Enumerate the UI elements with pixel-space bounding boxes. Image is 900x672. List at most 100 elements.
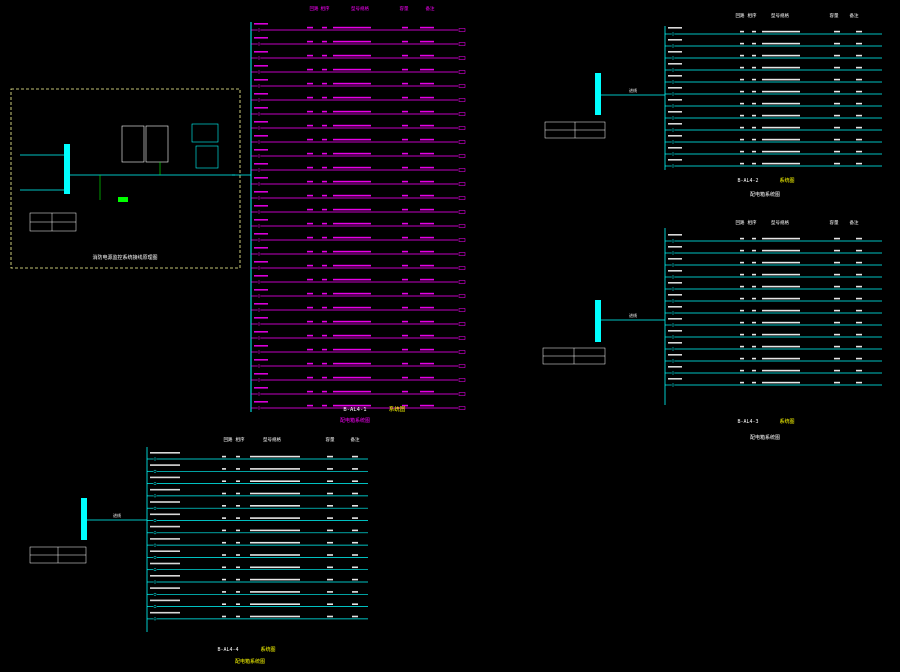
breaker-spec-mark — [254, 261, 268, 263]
breaker-symbol — [671, 383, 675, 387]
header-cell: 容量 — [326, 436, 335, 443]
load-terminal — [458, 210, 466, 214]
cell-mark — [762, 30, 800, 33]
cell-mark — [222, 455, 226, 458]
load-terminal — [458, 364, 466, 368]
cell-mark — [250, 566, 300, 569]
breaker-spec-mark — [254, 23, 268, 25]
cell-mark — [327, 541, 333, 544]
cell-mark — [856, 126, 862, 129]
cell-mark — [740, 30, 744, 33]
cell-mark — [352, 541, 358, 544]
breaker-spec-mark — [254, 79, 268, 81]
breaker-spec-mark — [668, 378, 682, 380]
cell-mark — [856, 321, 862, 324]
cell-mark — [250, 480, 300, 482]
cell-mark — [307, 404, 313, 407]
load-terminal — [458, 322, 466, 326]
cell-mark — [307, 250, 313, 253]
cell-mark — [236, 615, 240, 618]
cell-mark — [402, 362, 408, 365]
cell-mark — [740, 369, 744, 372]
breaker-symbol — [671, 128, 675, 132]
cell-mark — [420, 404, 434, 407]
cell-mark — [834, 309, 840, 312]
detail-busbar — [64, 144, 70, 194]
breaker-symbol — [257, 252, 261, 256]
cell-mark — [322, 348, 327, 351]
cell-mark — [250, 468, 300, 470]
cell-mark — [352, 492, 358, 495]
cell-mark — [740, 249, 744, 252]
cell-mark — [333, 404, 371, 407]
cell-mark — [762, 54, 800, 57]
cell-mark — [856, 369, 862, 372]
cell-mark — [740, 138, 744, 141]
breaker-symbol — [153, 482, 157, 486]
breaker-symbol — [257, 70, 261, 74]
cell-mark — [856, 297, 862, 300]
cell-mark — [307, 138, 313, 141]
cell-mark — [222, 529, 226, 532]
cell-mark — [856, 285, 862, 288]
cell-mark — [322, 250, 327, 253]
breaker-spec-mark — [254, 303, 268, 305]
breaker-spec-mark — [254, 345, 268, 347]
cell-mark — [333, 306, 371, 309]
breaker-symbol — [257, 182, 261, 186]
cell-mark — [327, 603, 333, 605]
breaker-symbol — [671, 263, 675, 267]
breaker-symbol — [153, 617, 157, 621]
cell-mark — [834, 102, 840, 105]
cell-mark — [333, 26, 371, 29]
cell-mark — [333, 264, 371, 267]
breaker-symbol — [671, 152, 675, 156]
breaker-spec-mark — [254, 233, 268, 235]
cell-mark — [834, 345, 840, 348]
load-terminal — [458, 294, 466, 298]
breaker-symbol — [257, 168, 261, 172]
breaker-spec-mark — [668, 27, 682, 29]
breaker-spec-mark — [254, 149, 268, 151]
cell-mark — [327, 554, 333, 556]
cell-mark — [420, 250, 434, 253]
magenta-circuit-rows — [251, 23, 466, 410]
cell-mark — [740, 54, 744, 57]
breaker-spec-mark — [254, 275, 268, 277]
cell-mark — [420, 390, 434, 393]
breaker-symbol — [671, 347, 675, 351]
cell-mark — [752, 126, 756, 129]
magenta-panel-title: B-AL4-1 — [343, 407, 366, 413]
cell-mark — [327, 517, 333, 519]
cell-mark — [327, 578, 333, 581]
breaker-spec-mark — [254, 247, 268, 249]
breaker-spec-mark — [668, 318, 682, 320]
cell-mark — [834, 285, 840, 288]
breaker-spec-mark — [668, 306, 682, 308]
cell-mark — [236, 554, 240, 556]
cell-mark — [740, 150, 744, 153]
breaker-symbol — [257, 210, 261, 214]
cell-mark — [834, 114, 840, 117]
cell-mark — [762, 381, 800, 384]
cell-mark — [236, 541, 240, 544]
cell-mark — [307, 68, 313, 71]
magenta-distribution-panel: 回路相序型号规格容量备注 B-AL4-1 系统图 配电箱系统图 — [232, 5, 466, 424]
load-terminal — [458, 168, 466, 172]
cell-mark — [352, 615, 358, 618]
cell-mark — [402, 376, 408, 379]
breaker-spec-mark — [254, 107, 268, 109]
cell-mark — [327, 468, 333, 470]
cell-mark — [856, 309, 862, 312]
cell-mark — [322, 390, 327, 393]
breaker-spec-mark — [254, 331, 268, 333]
load-terminal — [458, 406, 466, 410]
breaker-spec-mark — [254, 135, 268, 137]
breaker-spec-mark — [254, 93, 268, 95]
load-terminal — [458, 42, 466, 46]
cell-mark — [327, 566, 333, 569]
cell-mark — [307, 96, 313, 99]
cell-mark — [222, 480, 226, 482]
breaker-spec-mark — [254, 219, 268, 221]
load-terminal — [458, 238, 466, 242]
